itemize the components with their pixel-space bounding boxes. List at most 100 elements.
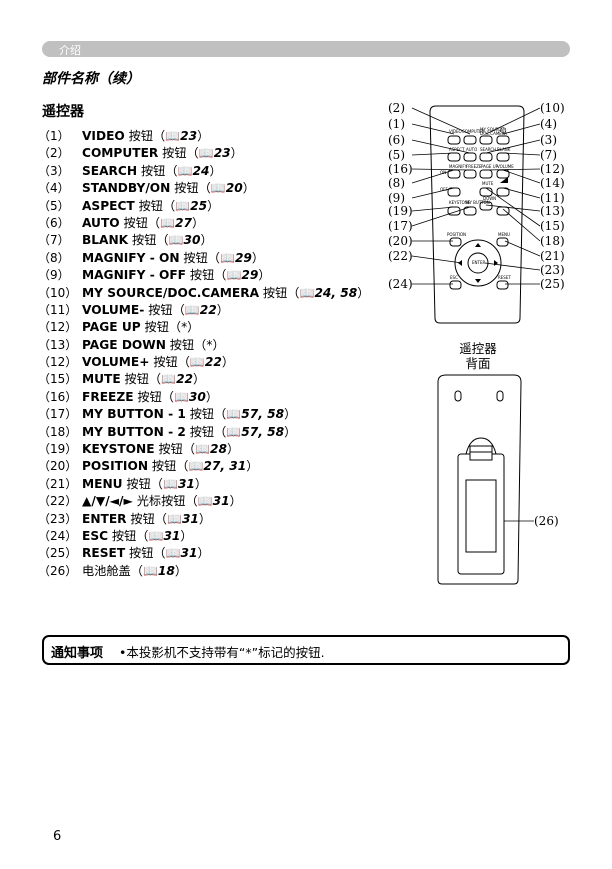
page-ref-link[interactable]: 24, 58 xyxy=(314,285,358,300)
item-suffix: 按钮（ xyxy=(148,459,189,474)
video-button[interactable] xyxy=(447,135,461,145)
callout-label: (24) xyxy=(388,277,413,291)
item-number: （18） xyxy=(38,424,78,439)
book-icon: 📖 xyxy=(173,389,189,404)
page-ref-link[interactable]: 23 xyxy=(180,129,198,143)
callout-label: (25) xyxy=(540,277,565,291)
item-close: ） xyxy=(246,459,259,474)
book-icon: 📖 xyxy=(226,407,242,422)
book-icon: 📖 xyxy=(184,302,200,317)
book-icon: 📖 xyxy=(226,268,242,283)
page-ref-link[interactable]: 30 xyxy=(188,389,206,404)
list-item: （21）MENU 按钮（📖31） xyxy=(38,476,369,493)
book-icon: 📖 xyxy=(163,476,178,491)
page-ref-link[interactable]: 27 xyxy=(175,215,192,230)
callout-label: (22) xyxy=(388,249,413,263)
item-close: ） xyxy=(174,563,188,578)
page-ref-link[interactable]: 31 xyxy=(180,546,198,561)
page-ref-link[interactable]: 31 xyxy=(212,494,230,509)
page-number: 6 xyxy=(53,829,62,844)
cursor-ring[interactable] xyxy=(454,239,502,287)
item-label: VOLUME- xyxy=(82,302,145,317)
item-suffix: 按钮（ xyxy=(144,302,185,317)
item-close: ） xyxy=(226,442,240,457)
item-suffix: 按钮（ xyxy=(149,355,190,370)
list-item: （16）FREEZE 按钮（📖30） xyxy=(38,389,369,406)
page-ref-link[interactable]: 31 xyxy=(163,528,181,543)
list-item: （12）PAGE UP 按钮（*） xyxy=(38,319,369,336)
page-ref-link[interactable]: 31 xyxy=(181,511,199,526)
page-ref-link[interactable]: 30 xyxy=(183,233,201,248)
item-suffix: 按钮（ xyxy=(122,476,163,491)
callout-label: (17) xyxy=(388,219,413,233)
page-ref-link[interactable]: 23 xyxy=(213,146,231,161)
item-number: （17） xyxy=(38,407,78,422)
item-close: ） xyxy=(207,198,220,213)
list-item: （20）POSITION 按钮（📖27, 31） xyxy=(38,458,369,475)
cursor-up-icon[interactable] xyxy=(475,243,481,247)
page-ref-link[interactable]: 57, 58 xyxy=(241,424,285,439)
item-close: ） xyxy=(229,494,242,509)
callout-label: (6) xyxy=(388,133,405,147)
item-close: ） xyxy=(194,476,208,491)
chapter-header-bar: 介绍 xyxy=(42,41,570,57)
item-suffix: 按钮（ xyxy=(120,372,162,387)
my-source-button[interactable] xyxy=(479,135,493,145)
item-number: （12） xyxy=(38,355,78,370)
item-close: ） xyxy=(200,233,213,248)
item-close: ） xyxy=(193,372,206,387)
list-item: （23）ENTER 按钮（📖31） xyxy=(38,511,369,528)
esc-button[interactable] xyxy=(449,280,462,290)
page-ref-link[interactable]: 29 xyxy=(241,268,259,283)
item-number: （8） xyxy=(38,250,70,265)
item-label: MY BUTTON - 2 xyxy=(82,424,186,439)
reset-button[interactable] xyxy=(496,280,509,290)
page-ref-link[interactable]: 22 xyxy=(199,302,217,317)
page-ref-link[interactable]: 22 xyxy=(176,372,194,387)
standby-button[interactable] xyxy=(496,135,510,145)
item-label: STANDBY/ON xyxy=(82,181,171,196)
item-close: ） xyxy=(230,146,243,161)
item-number: （6） xyxy=(38,215,70,230)
item-label: KEYSTONE xyxy=(82,442,155,457)
item-label: SEARCH xyxy=(82,163,138,178)
label-volume: VOLUME xyxy=(497,164,514,169)
item-number: （13） xyxy=(38,337,78,352)
item-number: （24） xyxy=(38,528,78,543)
item-label: MAGNIFY - ON xyxy=(82,250,180,265)
page-ref-link[interactable]: 29 xyxy=(234,250,252,265)
book-icon: 📖 xyxy=(161,372,177,387)
callout-label: (14) xyxy=(540,176,565,190)
label-on: ON xyxy=(440,170,446,175)
page-ref-link[interactable]: 22 xyxy=(204,355,222,370)
book-icon: 📖 xyxy=(148,528,164,543)
parts-list: （1）VIDEO 按钮（📖23）（2）COMPUTER 按钮（📖23）（3）SE… xyxy=(38,128,369,580)
position-button[interactable] xyxy=(449,237,462,247)
callout-26: (26) xyxy=(534,514,559,528)
list-item: （6）AUTO 按钮（📖27） xyxy=(38,215,369,232)
item-number: （16） xyxy=(38,389,78,404)
item-number: （26） xyxy=(38,563,78,578)
item-suffix: 按钮（ xyxy=(158,146,199,161)
page-ref-link[interactable]: 28 xyxy=(209,442,227,457)
back-caption: 遥控器背面 xyxy=(459,341,497,371)
page-ref-link[interactable]: 20 xyxy=(225,181,243,196)
book-icon: 📖 xyxy=(210,181,226,196)
page-ref-link[interactable]: 27, 31 xyxy=(203,459,247,474)
notice-text: •本投影机不支持带有“*”标记的按钮. xyxy=(119,645,325,660)
page-ref-link[interactable]: 25 xyxy=(190,198,208,213)
item-suffix: 按钮（ xyxy=(185,407,227,422)
book-icon: 📖 xyxy=(220,250,235,265)
item-number: （9） xyxy=(38,268,70,283)
computer-button[interactable] xyxy=(463,135,477,145)
cursor-down-icon[interactable] xyxy=(475,279,481,283)
page-ref-link[interactable]: 31 xyxy=(177,476,195,491)
label-menu: MENU xyxy=(498,232,510,237)
item-suffix: 按钮（ xyxy=(126,511,167,526)
page-ref-link[interactable]: 18 xyxy=(157,563,175,578)
book-icon: 📖 xyxy=(165,129,181,143)
page-ref-link[interactable]: 57, 58 xyxy=(241,407,285,422)
callout-label: (2) xyxy=(388,101,405,115)
label-video: VIDEO xyxy=(449,129,462,134)
page-ref-link[interactable]: 24 xyxy=(192,163,210,178)
